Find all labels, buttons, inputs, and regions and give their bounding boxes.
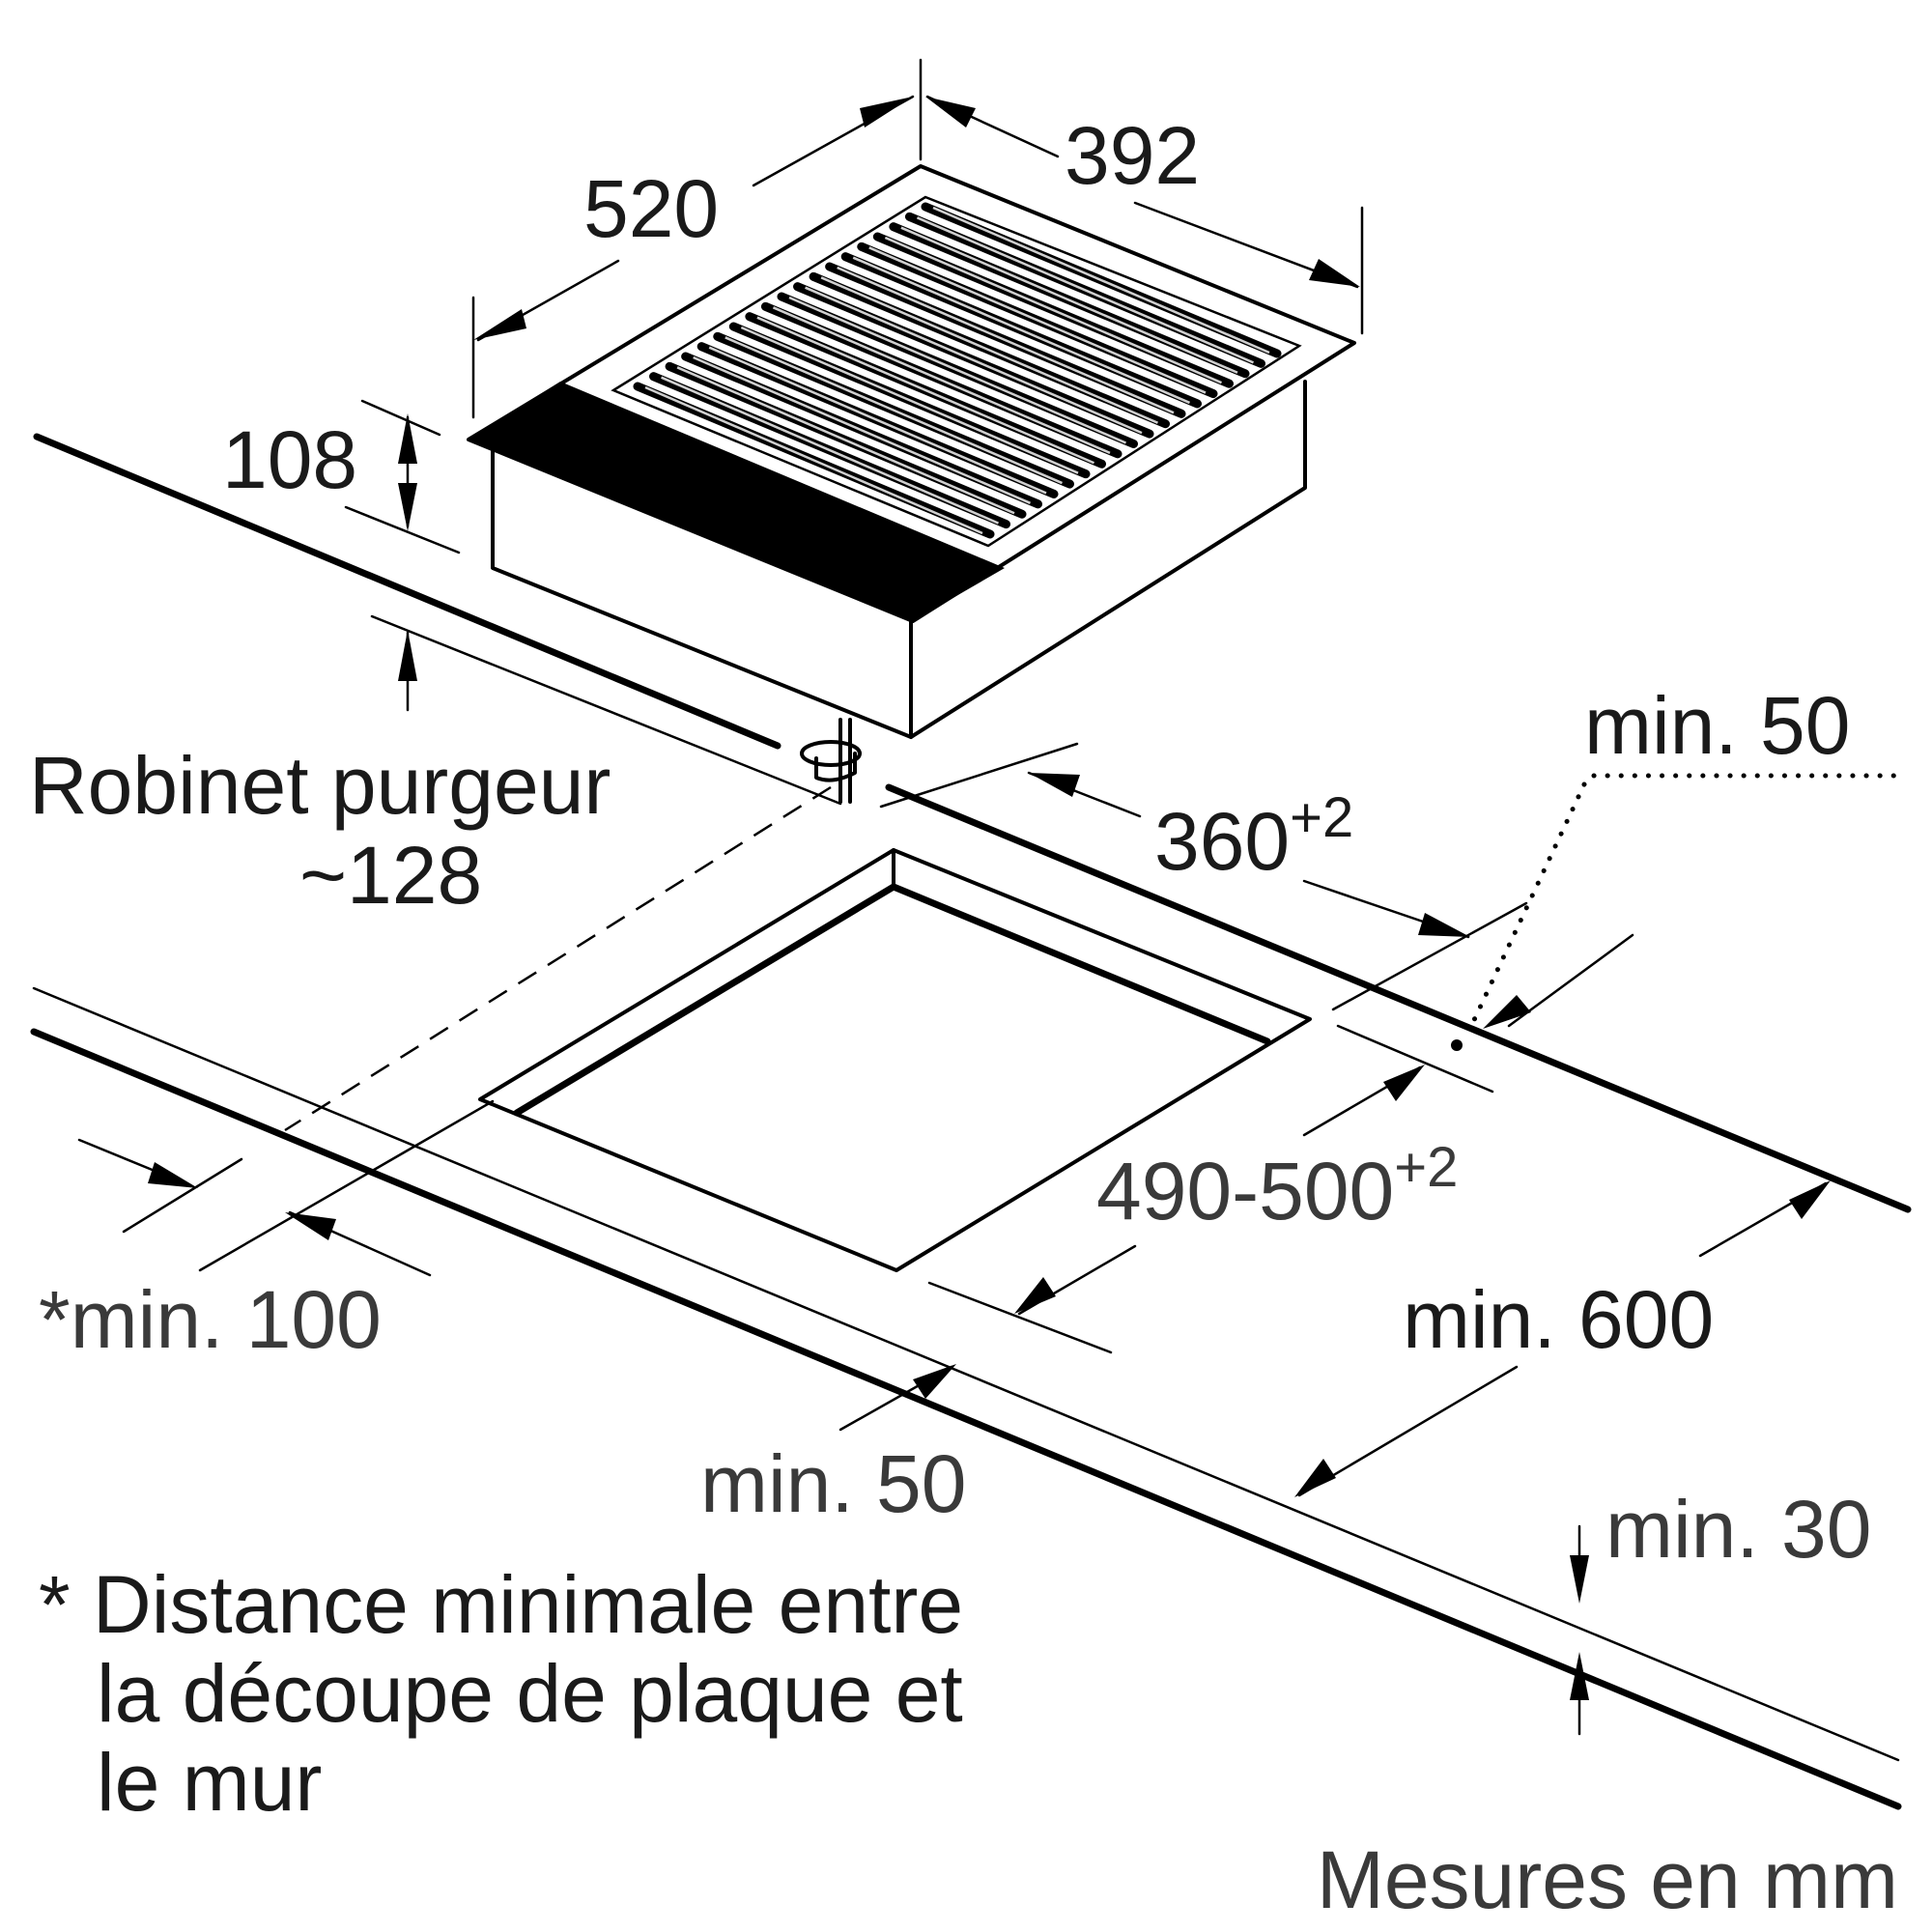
dimension-108 bbox=[344, 399, 461, 554]
footnote-line2: la découpe de plaque et bbox=[97, 1648, 963, 1739]
worktop-front-edge bbox=[30, 986, 1902, 1810]
grill-bar-highlight bbox=[820, 276, 1158, 424]
units-note: Mesures en mm bbox=[1317, 1834, 1898, 1925]
grill-bar-highlight bbox=[708, 346, 1047, 495]
footnote-line3: le mur bbox=[97, 1737, 322, 1828]
label-360: 360+2 bbox=[1154, 786, 1353, 887]
label-360-value: 360 bbox=[1154, 796, 1290, 887]
dimension-tap bbox=[370, 614, 842, 806]
dimension-392 bbox=[925, 95, 1364, 335]
grill-bars bbox=[633, 202, 1282, 539]
label-108: 108 bbox=[222, 414, 357, 505]
label-min30: min. 30 bbox=[1605, 1484, 1871, 1575]
dimension-360 bbox=[879, 742, 1528, 1011]
label-min50-top: min. 50 bbox=[1584, 680, 1850, 771]
grill-bar-highlight bbox=[772, 306, 1111, 455]
grill-bar-highlight bbox=[644, 385, 983, 535]
grill-bar-highlight bbox=[932, 206, 1270, 355]
grill-bar-highlight bbox=[900, 226, 1238, 374]
label-490-500-value: 490-500 bbox=[1096, 1146, 1394, 1236]
grill-bar-highlight bbox=[837, 266, 1175, 414]
grill-bar-highlight bbox=[756, 316, 1094, 465]
label-392: 392 bbox=[1065, 110, 1200, 201]
dimension-min30 bbox=[1570, 1524, 1589, 1736]
grill-bar-highlight bbox=[852, 256, 1190, 405]
grill-bar-highlight bbox=[805, 286, 1143, 435]
grill-bar-highlight bbox=[661, 376, 999, 525]
grill-bar-highlight bbox=[693, 355, 1031, 504]
label-490-500: 490-500+2 bbox=[1096, 1136, 1458, 1236]
cutout-projection-line bbox=[284, 785, 832, 1132]
drain-tap-icon bbox=[800, 718, 862, 804]
worktop-back-edge bbox=[33, 433, 1912, 1213]
label-360-tolerance: +2 bbox=[1290, 786, 1353, 849]
dimension-min600 bbox=[1294, 1180, 1831, 1497]
label-520: 520 bbox=[583, 163, 719, 254]
grill-bar-highlight bbox=[676, 366, 1015, 515]
label-tap-value: ~128 bbox=[299, 830, 482, 921]
dimension-520 bbox=[471, 58, 923, 419]
grill-bar-highlight bbox=[884, 236, 1222, 384]
dimension-min50-bottom bbox=[838, 1364, 956, 1432]
appliance-body bbox=[467, 164, 1356, 739]
grill-bar-highlight bbox=[788, 296, 1126, 444]
label-min100: *min. 100 bbox=[39, 1274, 382, 1365]
label-tap-name: Robinet purgeur bbox=[29, 740, 611, 831]
cutout-outline bbox=[478, 848, 1312, 1272]
footnote-line1: * Distance minimale entre bbox=[39, 1559, 963, 1650]
grill-bar-highlight bbox=[740, 326, 1079, 474]
control-panel-strip bbox=[469, 382, 1005, 621]
label-min50-bottom: min. 50 bbox=[700, 1438, 966, 1529]
grill-bar-highlight bbox=[916, 216, 1254, 364]
dimension-490-500 bbox=[927, 1065, 1425, 1354]
label-490-500-tolerance: +2 bbox=[1394, 1136, 1458, 1199]
dimension-min100 bbox=[77, 1099, 495, 1277]
grill-bar-highlight bbox=[724, 336, 1063, 485]
grill-bar-highlight bbox=[868, 246, 1207, 394]
dimension-min50-top bbox=[1336, 773, 1901, 1094]
label-min600: min. 600 bbox=[1403, 1274, 1714, 1365]
